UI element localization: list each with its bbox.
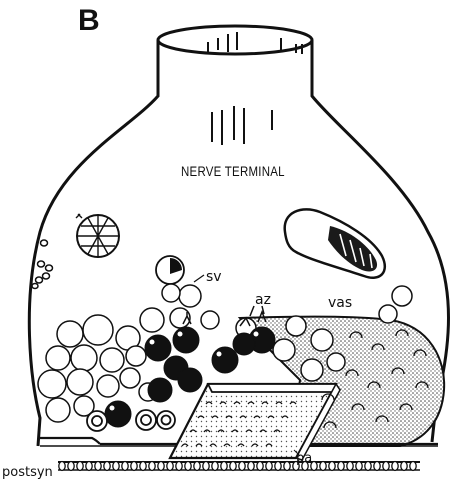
receptor-bead (401, 462, 407, 471)
receptor-bead (392, 462, 398, 471)
receptor-bead (329, 462, 335, 471)
receptor-bead (275, 462, 281, 471)
label-pa: pa (296, 452, 312, 465)
receptor-bead (203, 462, 209, 471)
receptor-bead (185, 462, 191, 471)
receptor-bead (167, 462, 173, 471)
mitochondrion (285, 209, 385, 277)
receptor-bead (338, 462, 344, 471)
receptor-bead (95, 462, 101, 471)
receptor-bead (365, 462, 371, 471)
receptor-bead (356, 462, 362, 471)
receptor-bead (77, 462, 83, 471)
receptor-bead (257, 462, 263, 471)
label-vas: vas (328, 296, 352, 310)
receptor-bead (347, 462, 353, 471)
receptor-bead (221, 462, 227, 471)
sv-vesicle (156, 256, 204, 307)
coated-vesicle (76, 214, 119, 257)
receptor-bead (122, 462, 128, 471)
receptor-bead (176, 462, 182, 471)
receptor-bead (374, 462, 380, 471)
label-sv: sv (206, 270, 222, 284)
diagram-title: NERVE TERMINAL (181, 164, 285, 178)
freeze-fracture-plate (170, 384, 340, 460)
receptor-bead (149, 462, 155, 471)
receptor-bead (68, 462, 74, 471)
receptor-bead (239, 462, 245, 471)
receptor-bead (194, 462, 200, 471)
receptor-bead (113, 462, 119, 471)
receptor-bead (131, 462, 137, 471)
receptor-bead (158, 462, 164, 471)
receptor-bead (230, 462, 236, 471)
label-postsyn: postsyn (2, 466, 53, 479)
receptor-bead (266, 462, 272, 471)
panel-letter: B (78, 6, 100, 36)
receptor-bead (284, 462, 290, 471)
receptor-bead (104, 462, 110, 471)
receptor-bead (248, 462, 254, 471)
receptor-bead (383, 462, 389, 471)
receptor-bead (410, 462, 416, 471)
receptor-bead (212, 462, 218, 471)
receptor-bead (86, 462, 92, 471)
receptor-bead (59, 462, 65, 471)
receptor-bead (320, 462, 326, 471)
receptor-bead (140, 462, 146, 471)
label-az: az (255, 293, 271, 307)
